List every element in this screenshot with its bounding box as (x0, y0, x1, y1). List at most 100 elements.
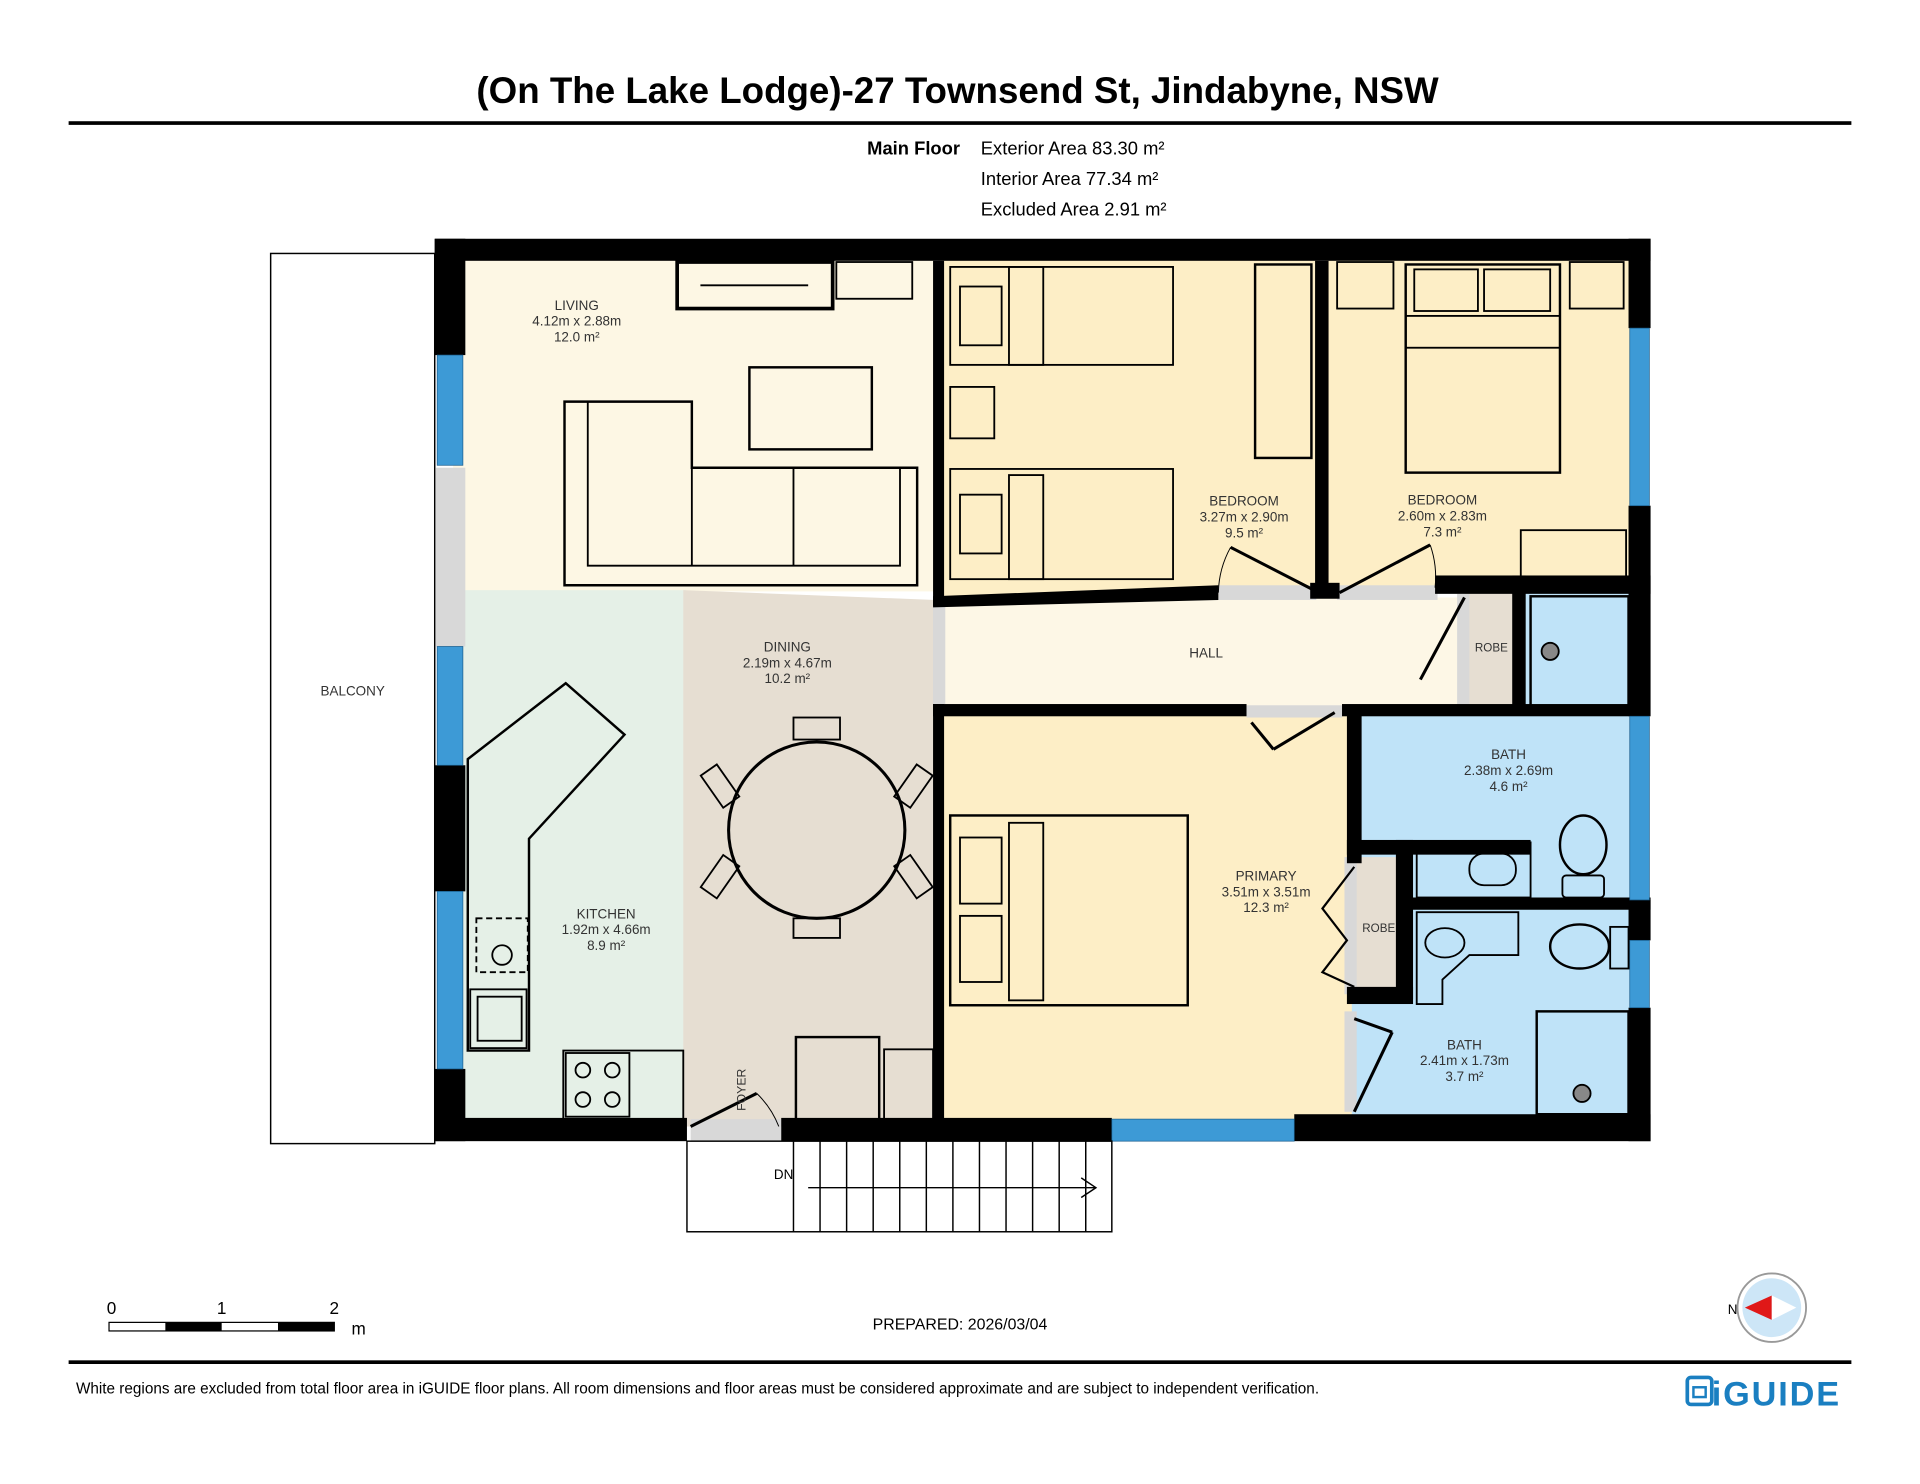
walls (434, 238, 1651, 1142)
scale-tick: 0 (107, 1298, 117, 1318)
sink (1468, 852, 1517, 887)
cabinet (794, 1035, 881, 1122)
toilet (1548, 923, 1611, 970)
room-dims: 4.12m x 2.88m (532, 314, 621, 329)
doors (689, 543, 1466, 1128)
room-name: ROBE (1475, 641, 1508, 654)
room-dims: 2.38m x 2.69m (1464, 763, 1553, 778)
shower (1535, 1010, 1630, 1116)
room-area: 10.2 m² (765, 671, 811, 686)
room-name: PRIMARY (1236, 868, 1297, 883)
window (436, 891, 464, 1070)
stairs-label: DN (774, 1167, 793, 1182)
room-name: LIVING (555, 298, 599, 313)
room-area: 4.6 m² (1489, 779, 1528, 794)
vanity (1415, 911, 1520, 1005)
double-bed (1404, 263, 1562, 474)
room-dims: 1.92m x 4.66m (562, 922, 651, 937)
scale-tick: 2 (330, 1298, 340, 1318)
fridge (475, 917, 529, 974)
cabinet (883, 1048, 934, 1122)
footer-rule (68, 1360, 1852, 1365)
header-rule (68, 121, 1852, 125)
single-bed (949, 468, 1174, 581)
window (436, 354, 464, 466)
kitchen-counter (466, 681, 627, 1052)
stairs: DN (686, 1140, 1113, 1233)
window (1629, 715, 1650, 901)
living-room (453, 251, 936, 592)
room-area: 9.5 m² (1225, 526, 1264, 541)
hall (937, 597, 1465, 711)
scale-unit: m (351, 1319, 365, 1339)
room-fills (435, 251, 1634, 1142)
room-name: BEDROOM (1209, 494, 1279, 509)
tv-unit (675, 260, 835, 311)
double-bed (948, 814, 1189, 1007)
room-name: HALL (1189, 646, 1223, 661)
room-dims: 3.51m x 3.51m (1222, 884, 1311, 899)
chair (699, 763, 741, 810)
room-dims: 2.60m x 2.83m (1398, 508, 1487, 523)
room-area: 12.3 m² (1243, 900, 1289, 915)
room-labels: LIVING 4.12m x 2.88m 12.0 m² BEDROOM 3.2… (321, 298, 1553, 1111)
page-title: (On The Lake Lodge)-27 Townsend St, Jind… (476, 70, 1439, 111)
exterior-area: Exterior Area 83.30 m² (981, 137, 1165, 158)
room-dims: 3.27m x 2.90m (1200, 510, 1289, 525)
cabinet (835, 261, 914, 300)
interior-area: Interior Area 77.34 m² (981, 168, 1159, 189)
room-area: 8.9 m² (587, 938, 626, 953)
room-dims: 2.19m x 4.67m (743, 655, 832, 670)
shower (1529, 595, 1630, 708)
room-area: 7.3 m² (1423, 524, 1462, 539)
scale-tick: 1 (217, 1298, 227, 1318)
chair (892, 853, 935, 900)
desk (1519, 529, 1628, 578)
wardrobe (1253, 263, 1313, 460)
toilet (1558, 814, 1608, 876)
room-area: 12.0 m² (554, 330, 600, 345)
excluded-area: Excluded Area 2.91 m² (981, 198, 1167, 219)
furniture (466, 260, 1630, 1122)
windows (436, 327, 1650, 1142)
coffee-table (748, 366, 874, 451)
window (436, 646, 464, 766)
bedroom-1 (937, 251, 1320, 600)
window (1629, 939, 1650, 1009)
bedroom-2 (1324, 251, 1634, 588)
kitchen-counter-bottom (562, 1049, 685, 1121)
prepared-date: PREPARED: 2026/03/04 (873, 1317, 1048, 1334)
room-name: KITCHEN (577, 906, 636, 921)
single-bed (949, 266, 1174, 366)
room-name: BATH (1491, 747, 1526, 762)
room-dims: 2.41m x 1.73m (1420, 1053, 1509, 1068)
bath-1-shower-area (1518, 590, 1631, 713)
nightstand (1568, 261, 1625, 310)
chair (792, 716, 841, 741)
iguide-logo: iGUIDE (1685, 1376, 1839, 1414)
window (1629, 327, 1650, 507)
chair (699, 853, 741, 900)
room-name: DINING (764, 639, 811, 654)
compass-icon: N (1728, 1272, 1807, 1343)
robe-2 (1354, 857, 1399, 997)
nightstand (1336, 261, 1395, 310)
vanity (1415, 841, 1532, 899)
scale-bar: 0 1 2 m (107, 1298, 366, 1339)
balcony (269, 252, 436, 1145)
floor-name: Main Floor (867, 137, 960, 158)
room-name: BEDROOM (1408, 492, 1478, 507)
disclaimer: White regions are excluded from total fl… (76, 1380, 1319, 1397)
room-name: BALCONY (321, 683, 385, 698)
logo-text: iGUIDE (1712, 1376, 1839, 1414)
room-name: BATH (1447, 1037, 1482, 1052)
cooktop (564, 1052, 631, 1118)
nightstand (949, 385, 996, 440)
robe-1 (1464, 590, 1516, 708)
kitchen-sink (469, 988, 528, 1050)
primary-bedroom (937, 712, 1355, 1123)
chair (892, 763, 935, 810)
sofa (563, 400, 919, 587)
window (1111, 1118, 1295, 1142)
